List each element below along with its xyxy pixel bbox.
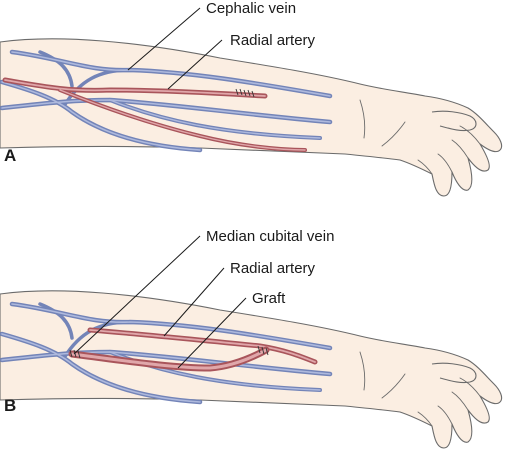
median-cubital-vein-label: Median cubital vein bbox=[206, 228, 334, 245]
cephalic-vein-leader bbox=[127, 7, 201, 71]
median-cubital-vein-leader bbox=[73, 235, 201, 355]
anastomosis-sutures-a bbox=[235, 88, 255, 98]
panel-a-letter: A bbox=[4, 146, 16, 165]
radial-artery-leader-b bbox=[163, 267, 225, 337]
panel-b-letter: B bbox=[4, 396, 16, 415]
radial-artery-label-b: Radial artery bbox=[230, 260, 316, 277]
panel-a: Cephalic vein Radial artery A bbox=[0, 0, 502, 196]
cephalic-vein-label: Cephalic vein bbox=[206, 0, 296, 17]
panel-b: Median cubital vein Radial artery Graft … bbox=[0, 228, 502, 448]
radial-artery-leader-a bbox=[167, 39, 223, 90]
graft-leader bbox=[177, 297, 247, 369]
graft-label: Graft bbox=[252, 290, 286, 307]
radial-artery-label-a: Radial artery bbox=[230, 32, 316, 49]
